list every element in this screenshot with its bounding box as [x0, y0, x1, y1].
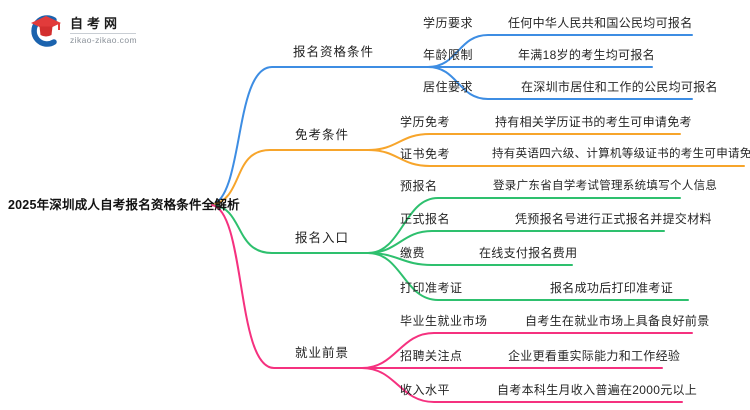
subtopic-label[interactable]: 收入水平: [400, 383, 451, 397]
subtopic-desc[interactable]: 任何中华人民共和国公民均可报名: [508, 16, 693, 30]
subtopic-desc[interactable]: 报名成功后打印准考证: [550, 281, 674, 295]
subtopic-desc[interactable]: 自考生在就业市场上具备良好前景: [525, 314, 710, 328]
subtopic-desc[interactable]: 持有英语四六级、计算机等级证书的考生可申请免考: [492, 148, 750, 160]
graduation-cap-icon: [31, 15, 61, 47]
subtopic-label[interactable]: 招聘关注点: [400, 349, 463, 363]
subtopic-desc[interactable]: 年满18岁的考生均可报名: [518, 48, 655, 62]
branch-topic-career[interactable]: 就业前景: [295, 346, 350, 360]
subtopic-desc[interactable]: 在线支付报名费用: [479, 246, 578, 260]
subtopic-label[interactable]: 证书免考: [400, 147, 451, 161]
subtopic-desc[interactable]: 在深圳市居住和工作的公民均可报名: [521, 80, 718, 94]
subtopic-desc[interactable]: 凭预报名号进行正式报名并提交材料: [515, 212, 712, 226]
subtopic-label[interactable]: 年龄限制: [423, 48, 474, 62]
branch-topic-qualification[interactable]: 报名资格条件: [293, 45, 375, 59]
subtopic-label[interactable]: 正式报名: [400, 212, 451, 226]
subtopic-desc[interactable]: 企业更看重实际能力和工作经验: [508, 349, 681, 363]
subtopic-label[interactable]: 学历免考: [400, 115, 451, 129]
subtopic-label[interactable]: 缴费: [400, 246, 426, 260]
subtopic-label[interactable]: 预报名: [400, 179, 438, 193]
brand-divider: [70, 32, 136, 34]
branch-topic-entry[interactable]: 报名入口: [295, 231, 350, 245]
subtopic-label[interactable]: 打印准考证: [400, 281, 463, 295]
subtopic-desc[interactable]: 登录广东省自学考试管理系统填写个人信息: [493, 180, 718, 192]
logo: 自考网 zikao-zikao.com: [28, 12, 137, 48]
subtopic-desc[interactable]: 持有相关学历证书的考生可申请免考: [495, 115, 692, 129]
brand-domain: zikao-zikao.com: [70, 34, 137, 45]
brand-name: 自考网: [70, 15, 122, 31]
subtopic-label[interactable]: 毕业生就业市场: [400, 314, 488, 328]
subtopic-label[interactable]: 学历要求: [423, 16, 474, 30]
subtopic-label[interactable]: 居住要求: [423, 80, 474, 94]
subtopic-desc[interactable]: 自考本科生月收入普遍在2000元以上: [497, 383, 698, 397]
root-topic[interactable]: 2025年深圳成人自考报名资格条件全解析: [8, 198, 240, 212]
branch-topic-exemption[interactable]: 免考条件: [295, 128, 350, 142]
